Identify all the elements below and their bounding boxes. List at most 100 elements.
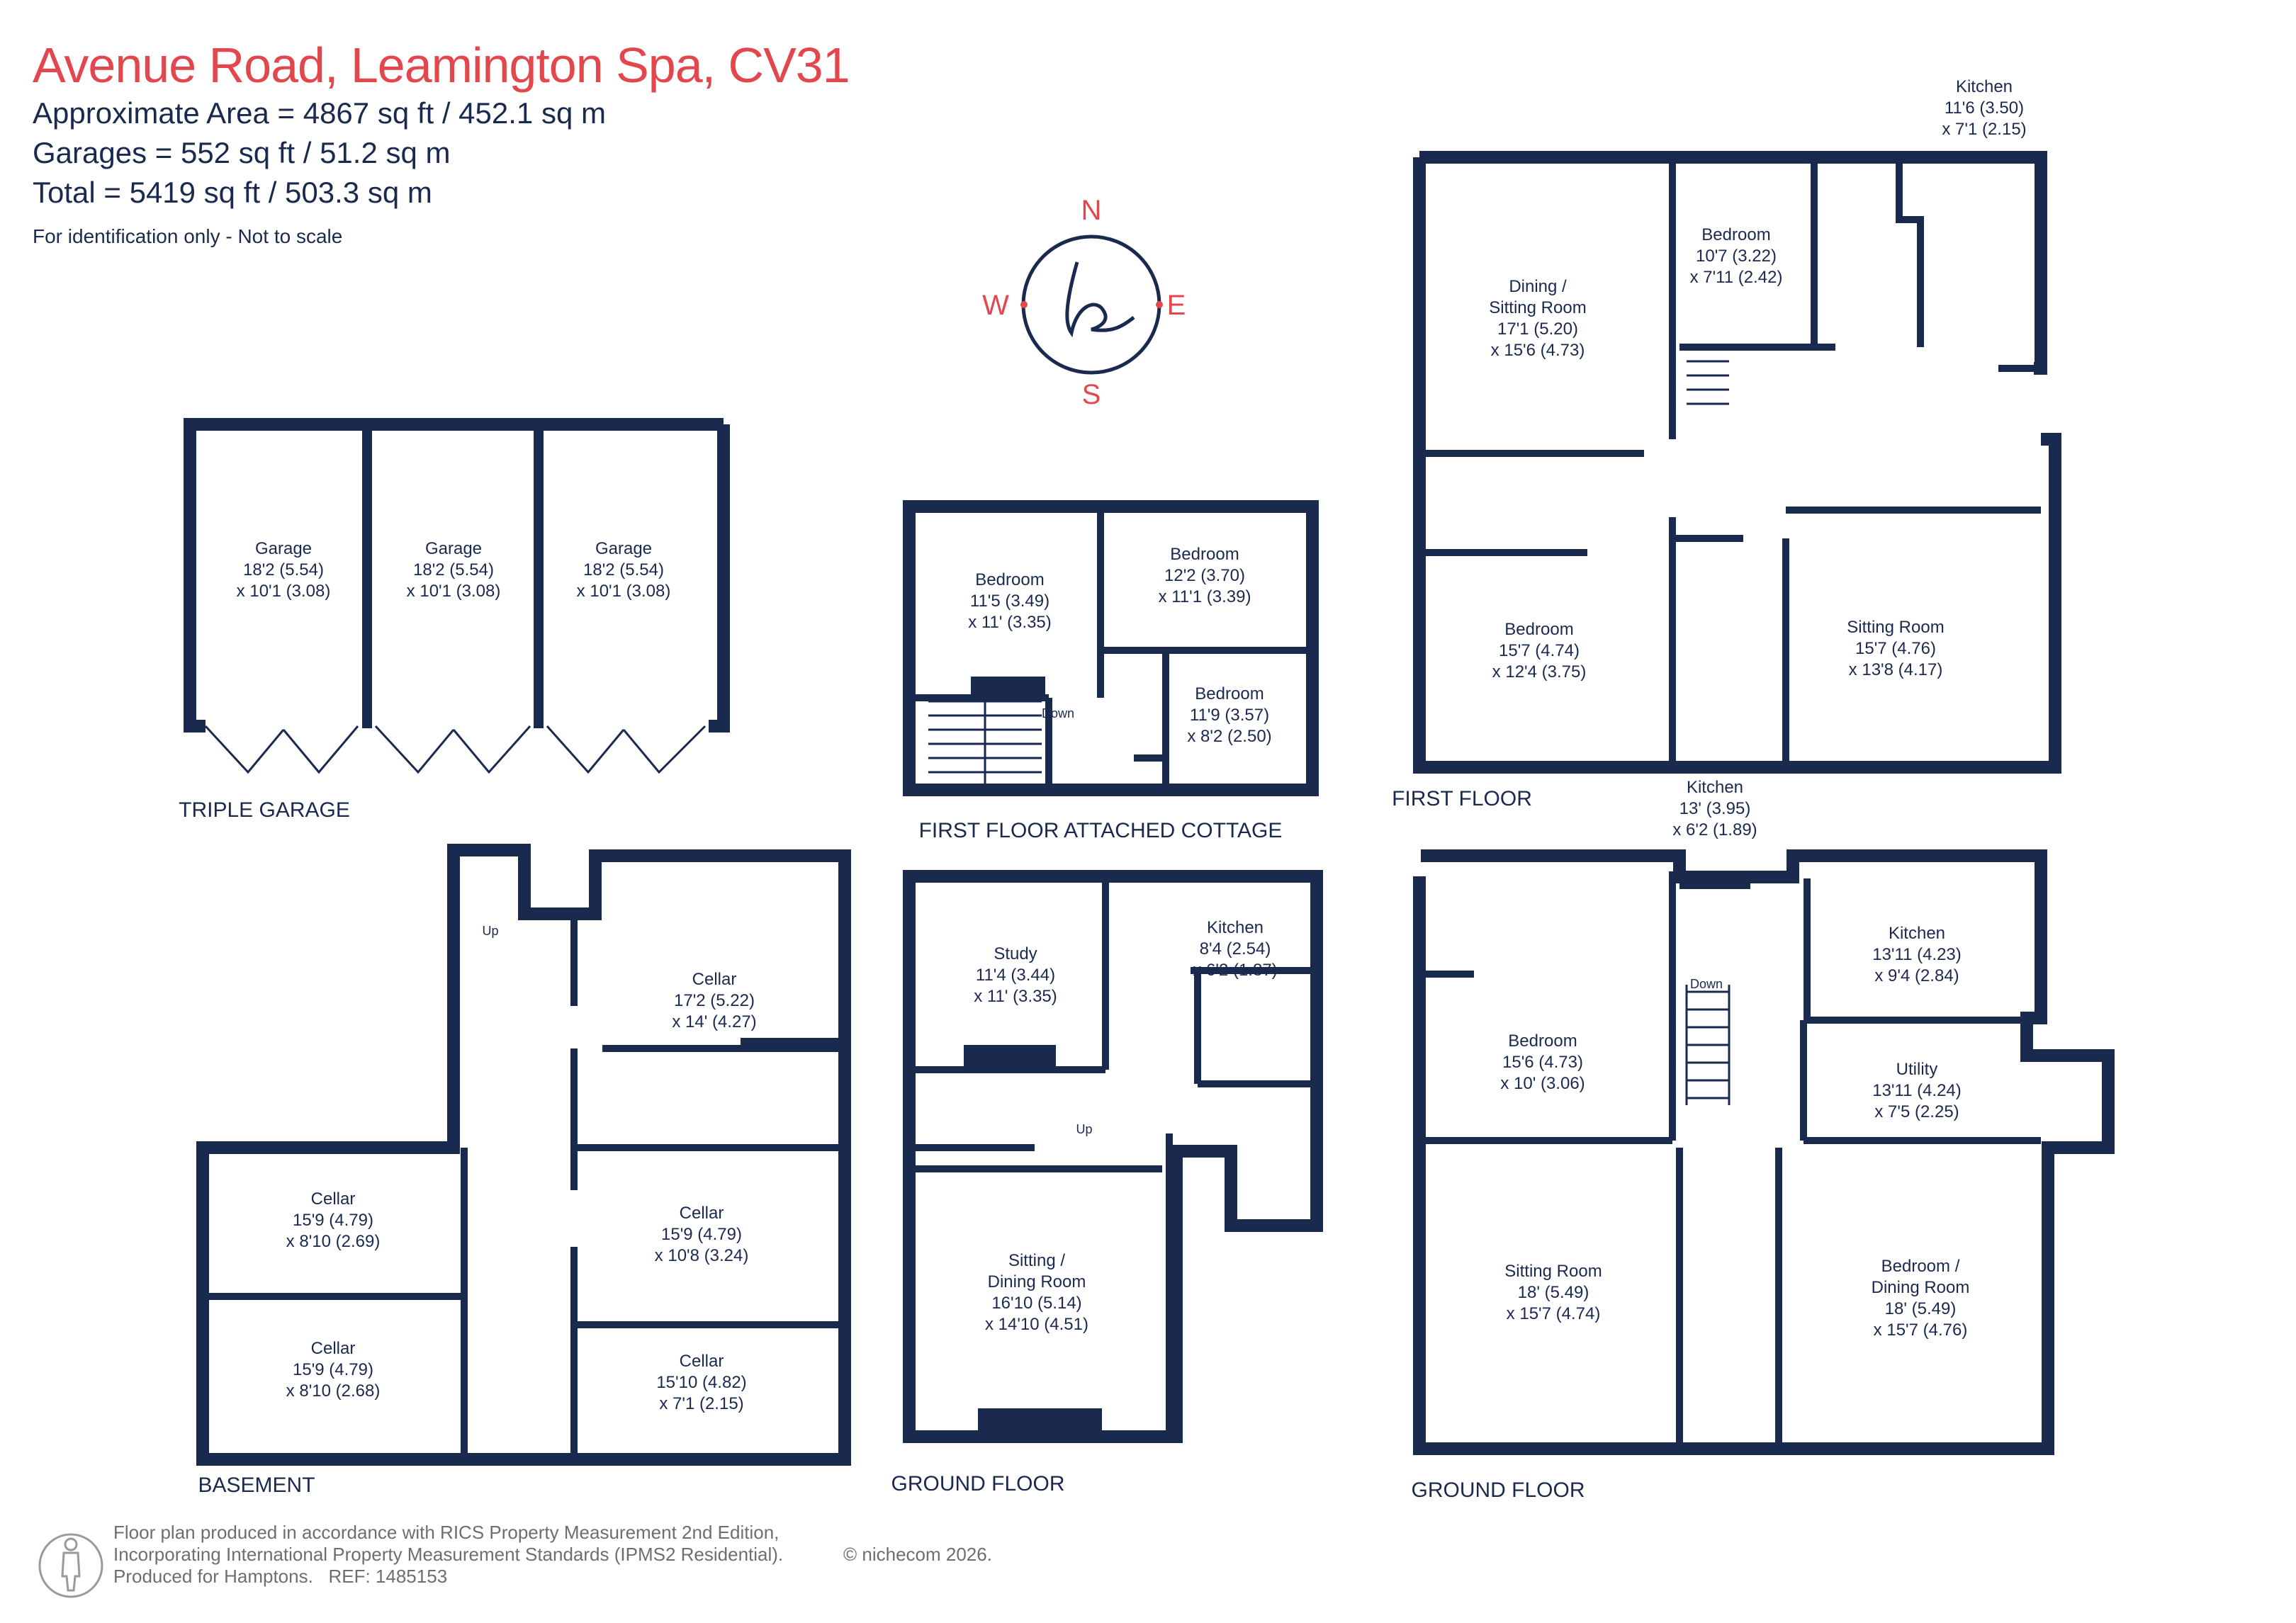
- svg-text:Sitting Room: Sitting Room: [1504, 1262, 1602, 1281]
- cottage-first-floor-plan: [903, 500, 1319, 796]
- svg-text:13'11 (4.23): 13'11 (4.23): [1872, 945, 1962, 964]
- garage-doors: [204, 725, 707, 774]
- svg-text:Kitchen: Kitchen: [1207, 918, 1264, 937]
- cottage-ground-floor-plan: [903, 870, 1323, 1443]
- svg-text:13' (3.95): 13' (3.95): [1679, 799, 1751, 818]
- svg-text:x 7'5 (2.25): x 7'5 (2.25): [1874, 1102, 1959, 1121]
- svg-text:x 8'2 (2.50): x 8'2 (2.50): [1187, 727, 1271, 746]
- svg-text:15'10 (4.82): 15'10 (4.82): [656, 1373, 746, 1392]
- caption-first-floor: FIRST FLOOR: [1392, 787, 1532, 810]
- property-title: Avenue Road, Leamington Spa, CV31: [33, 38, 850, 93]
- svg-text:Sitting Room: Sitting Room: [1489, 298, 1586, 317]
- cottage-stairs: [928, 677, 1045, 786]
- person-icon: [38, 1533, 103, 1598]
- caption-ground-floor: GROUND FLOOR: [1411, 1478, 1585, 1502]
- svg-text:Bedroom /: Bedroom /: [1881, 1257, 1960, 1276]
- room-label-garage-1: Garage 18'2 (5.54) x 10'1 (3.08): [237, 539, 331, 601]
- stair-label-down: Down: [1042, 706, 1074, 720]
- svg-text:18'2 (5.54): 18'2 (5.54): [413, 560, 494, 579]
- svg-text:x 10'1 (3.08): x 10'1 (3.08): [237, 582, 331, 601]
- svg-text:x 15'7 (4.74): x 15'7 (4.74): [1507, 1304, 1601, 1323]
- svg-text:11'9 (3.57): 11'9 (3.57): [1190, 706, 1269, 725]
- svg-text:x 9'4 (2.84): x 9'4 (2.84): [1874, 966, 1959, 985]
- svg-text:15'9 (4.79): 15'9 (4.79): [661, 1225, 742, 1244]
- ground-floor-walls: [1419, 871, 2041, 1445]
- svg-text:Garage: Garage: [595, 539, 652, 558]
- caption-cottage-first-floor: FIRST FLOOR ATTACHED COTTAGE: [919, 819, 1283, 842]
- svg-text:x 7'1 (2.15): x 7'1 (2.15): [659, 1394, 743, 1413]
- svg-text:Bedroom: Bedroom: [1504, 620, 1573, 639]
- compass: [1020, 234, 1163, 375]
- svg-text:Cellar: Cellar: [680, 1204, 724, 1223]
- caption-basement: BASEMENT: [198, 1474, 315, 1497]
- scale-note: For identification only - Not to scale: [33, 225, 343, 247]
- svg-text:10'7 (3.22): 10'7 (3.22): [1696, 247, 1777, 266]
- svg-text:18' (5.49): 18' (5.49): [1518, 1283, 1589, 1302]
- svg-text:8'4 (2.54): 8'4 (2.54): [1200, 939, 1271, 958]
- footer-copyright: © nichecom 2026.: [843, 1544, 992, 1565]
- svg-text:x 11' (3.35): x 11' (3.35): [968, 613, 1052, 632]
- svg-text:Study: Study: [994, 944, 1037, 963]
- svg-text:18' (5.49): 18' (5.49): [1885, 1299, 1957, 1318]
- room-label-cellar-5: Cellar 15'10 (4.82) x 7'1 (2.15): [656, 1352, 746, 1413]
- svg-text:18'2 (5.54): 18'2 (5.54): [243, 560, 324, 579]
- svg-text:Bedroom: Bedroom: [1701, 225, 1770, 244]
- svg-text:12'2 (3.70): 12'2 (3.70): [1164, 566, 1245, 585]
- svg-text:11'5 (3.49): 11'5 (3.49): [970, 592, 1049, 611]
- svg-text:Garage: Garage: [255, 539, 312, 558]
- svg-text:Dining /: Dining /: [1509, 277, 1567, 296]
- svg-text:x 14' (4.27): x 14' (4.27): [672, 1012, 756, 1031]
- svg-text:x 8'10 (2.68): x 8'10 (2.68): [286, 1381, 381, 1401]
- svg-text:x 10'8 (3.24): x 10'8 (3.24): [655, 1246, 749, 1265]
- room-label-cottage-kitchen: Kitchen 8'4 (2.54) x 6'2 (1.87): [1193, 918, 1277, 980]
- svg-text:Cellar: Cellar: [692, 970, 737, 989]
- svg-text:Dining Room: Dining Room: [988, 1272, 1086, 1291]
- svg-text:x 6'2 (1.87): x 6'2 (1.87): [1193, 961, 1277, 980]
- svg-text:Bedroom: Bedroom: [1508, 1031, 1577, 1051]
- svg-text:Sitting Room: Sitting Room: [1847, 618, 1944, 637]
- stair-label-basement-up: Up: [482, 924, 498, 938]
- ground-floor-plan: [1413, 849, 2115, 1455]
- caption-cottage-ground-floor: GROUND FLOOR: [891, 1472, 1064, 1495]
- svg-text:Sitting /: Sitting /: [1008, 1251, 1065, 1270]
- svg-text:17'1 (5.20): 17'1 (5.20): [1497, 319, 1578, 339]
- caption-triple-garage: TRIPLE GARAGE: [179, 798, 350, 822]
- svg-text:Kitchen: Kitchen: [1687, 778, 1743, 797]
- svg-text:x 11' (3.35): x 11' (3.35): [974, 987, 1057, 1006]
- svg-text:15'7 (4.76): 15'7 (4.76): [1855, 639, 1936, 658]
- svg-text:x 8'10 (2.69): x 8'10 (2.69): [286, 1232, 381, 1251]
- stair-label-ground-down: Down: [1690, 977, 1723, 991]
- svg-text:Bedroom: Bedroom: [1195, 684, 1264, 703]
- svg-text:Kitchen: Kitchen: [1956, 77, 2013, 96]
- svg-text:Utility: Utility: [1896, 1060, 1938, 1079]
- first-floor-stairs: [1687, 360, 1729, 405]
- svg-text:16'10 (5.14): 16'10 (5.14): [991, 1294, 1081, 1313]
- svg-text:Cellar: Cellar: [680, 1352, 724, 1371]
- svg-text:x 10'1 (3.08): x 10'1 (3.08): [407, 582, 501, 601]
- room-label-cellar-3: Cellar 15'9 (4.79) x 10'8 (3.24): [655, 1204, 749, 1265]
- svg-text:x 7'1 (2.15): x 7'1 (2.15): [1942, 120, 2026, 139]
- svg-text:15'6 (4.73): 15'6 (4.73): [1502, 1053, 1583, 1072]
- room-label-gf-sitting-room: Sitting Room 18' (5.49) x 15'7 (4.74): [1504, 1262, 1602, 1323]
- footer-text: Floor plan produced in accordance with R…: [113, 1522, 784, 1587]
- svg-text:15'7 (4.74): 15'7 (4.74): [1499, 641, 1580, 660]
